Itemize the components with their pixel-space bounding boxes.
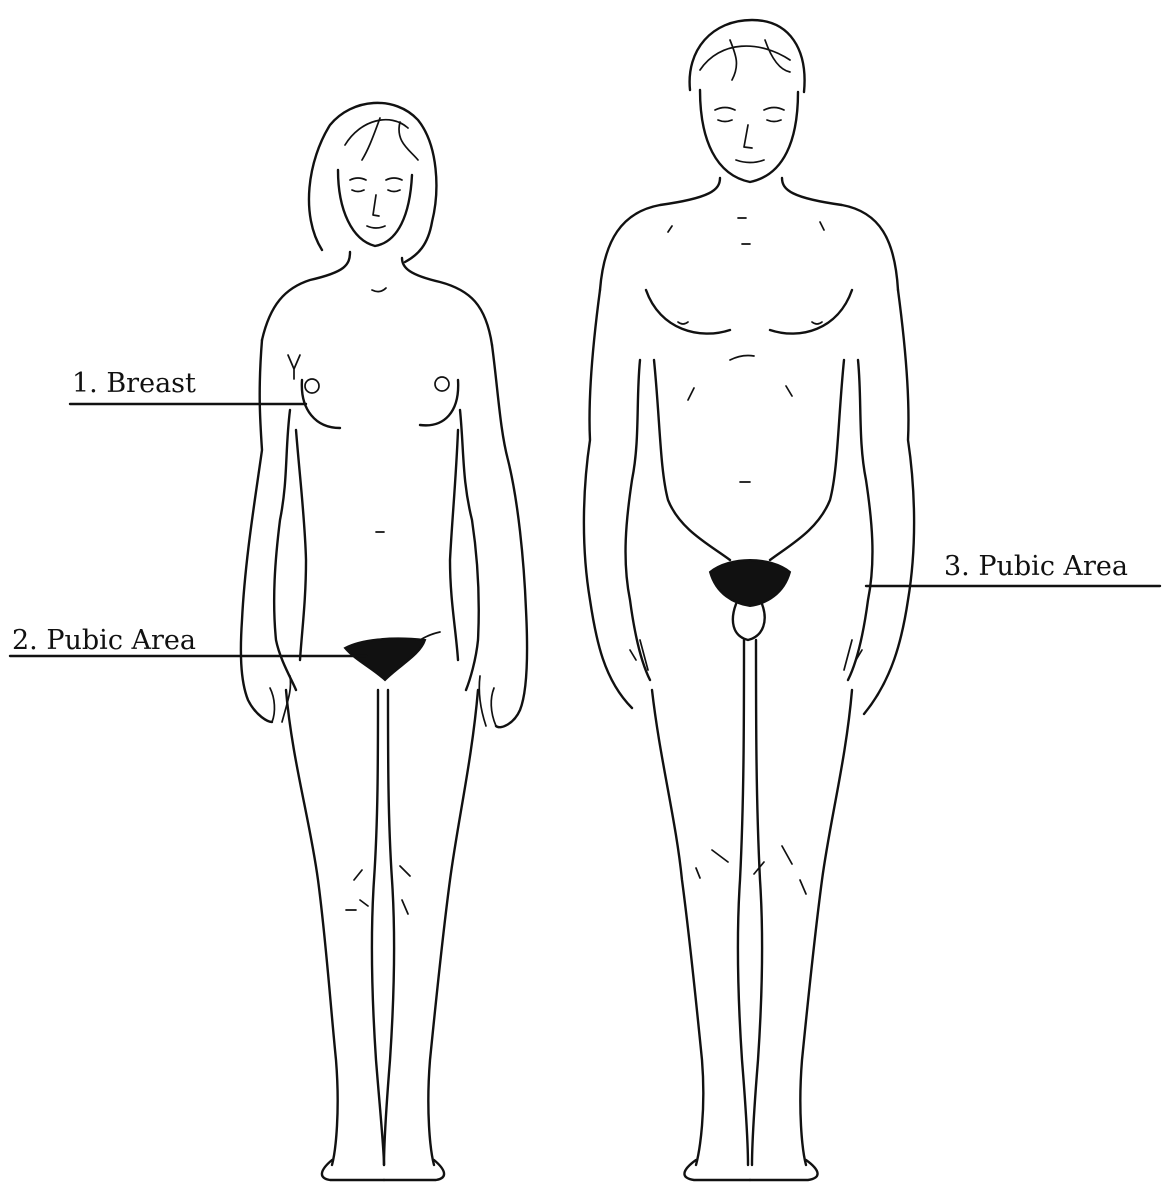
male-figure bbox=[584, 20, 914, 1180]
female-pubic-hair bbox=[345, 638, 425, 680]
female-left-arm bbox=[241, 340, 272, 722]
label-pubic-area-female: 2. Pubic Area bbox=[12, 627, 196, 654]
male-left-leg bbox=[652, 690, 703, 1165]
male-right-arm bbox=[864, 290, 914, 714]
male-left-arm bbox=[584, 290, 632, 708]
female-hair bbox=[309, 103, 436, 262]
female-figure bbox=[241, 103, 527, 1180]
label-breast: 1. Breast bbox=[72, 370, 196, 397]
male-face bbox=[700, 90, 798, 182]
female-right-arm bbox=[492, 345, 527, 727]
male-hair bbox=[690, 20, 805, 92]
female-left-leg bbox=[286, 690, 338, 1165]
male-pubic-hair bbox=[710, 560, 790, 606]
female-face bbox=[338, 170, 412, 246]
male-right-leg bbox=[800, 690, 852, 1165]
label-pubic-area-male: 3. Pubic Area bbox=[944, 553, 1128, 580]
male-genitals bbox=[733, 604, 765, 640]
female-right-leg bbox=[428, 690, 478, 1165]
